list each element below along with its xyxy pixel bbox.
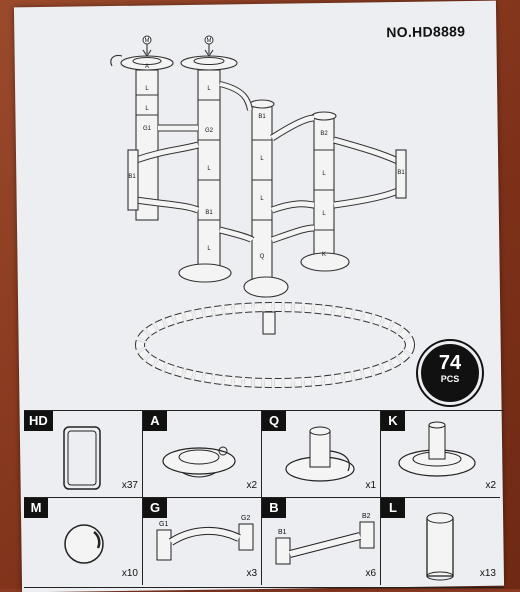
part-cell-l: L x13 bbox=[381, 498, 500, 585]
part-sublabel-g1: G1 bbox=[159, 521, 168, 528]
part-quantity: x13 bbox=[479, 568, 496, 579]
part-quantity: x2 bbox=[485, 480, 496, 491]
part-quantity: x6 bbox=[365, 568, 376, 579]
part-sublabel-b2: B2 bbox=[362, 513, 371, 520]
part-code: L bbox=[381, 498, 405, 518]
tower-label-g1: G1 bbox=[143, 126, 152, 132]
part-quantity: x37 bbox=[121, 480, 138, 491]
part-quantity: x3 bbox=[246, 568, 257, 579]
tower-label-b1-a: B1 bbox=[205, 210, 213, 216]
part-code: HD bbox=[24, 411, 53, 431]
part-cell-b: B1 B2 B x6 bbox=[262, 498, 381, 585]
part-cell-a: A x2 bbox=[143, 411, 262, 498]
tower-label-l-4: L bbox=[207, 166, 211, 172]
tower-label-l-7: L bbox=[260, 196, 264, 202]
part-code: B bbox=[262, 498, 286, 518]
piece-unit: PCS bbox=[440, 374, 460, 384]
part-cell-g: G1 G2 G x3 bbox=[143, 498, 262, 585]
assembly-illustration: M M A L L G1 L G2 L B1 L B1 L L Q B2 L L… bbox=[110, 35, 415, 388]
tower-label-m-left: M bbox=[145, 38, 150, 44]
tower-label-l-9: L bbox=[322, 211, 326, 217]
tower-label-k: K bbox=[322, 252, 326, 258]
part-cell-m: M x10 bbox=[24, 498, 143, 585]
tower-label-l-5: L bbox=[207, 246, 211, 252]
tower-label-q: Q bbox=[260, 254, 265, 260]
marble-icon bbox=[64, 524, 104, 564]
tower-label-l-2: L bbox=[145, 106, 149, 112]
part-code: K bbox=[381, 411, 405, 431]
tower-label-l-8: L bbox=[322, 171, 326, 177]
spiral-base-icon bbox=[285, 426, 355, 482]
part-quantity: x2 bbox=[246, 480, 257, 491]
tower-label-b1-b: B1 bbox=[258, 114, 266, 120]
tower-label-a: A bbox=[145, 64, 149, 70]
part-quantity: x10 bbox=[121, 568, 138, 579]
tube-icon bbox=[426, 512, 454, 581]
tower-label-l-6: L bbox=[260, 156, 264, 162]
curved-track-icon: G1 G2 bbox=[156, 515, 254, 561]
tower-label-m-right: M bbox=[207, 38, 212, 44]
part-code: Q bbox=[262, 411, 286, 431]
part-code: G bbox=[143, 498, 167, 518]
tower-label-b1-d: B1 bbox=[397, 170, 405, 176]
tower-label-b1-c: B1 bbox=[128, 174, 136, 180]
parts-list: HD x37 A x2 Q x1 K x2 bbox=[24, 410, 504, 588]
piece-count-badge: 74 PCS bbox=[418, 341, 482, 405]
part-sublabel-b1: B1 bbox=[278, 529, 287, 536]
tower-label-l-1: L bbox=[145, 86, 149, 92]
domino-tile-icon bbox=[63, 426, 101, 490]
tower-label-b2: B2 bbox=[320, 131, 328, 137]
part-quantity: x1 bbox=[365, 480, 376, 491]
column-base-icon bbox=[398, 421, 476, 477]
part-sublabel-g2: G2 bbox=[241, 515, 250, 522]
part-cell-q: Q x1 bbox=[262, 411, 381, 498]
part-cell-k: K x2 bbox=[381, 411, 500, 498]
part-code: M bbox=[24, 498, 48, 518]
straight-track-icon: B1 B2 bbox=[275, 513, 375, 565]
funnel-icon bbox=[162, 446, 236, 478]
tower-label-g2: G2 bbox=[205, 128, 214, 134]
tower-label-l-3: L bbox=[207, 86, 211, 92]
part-cell-hd: HD x37 bbox=[24, 411, 143, 498]
part-code: A bbox=[143, 411, 167, 431]
piece-count: 74 bbox=[438, 352, 462, 374]
